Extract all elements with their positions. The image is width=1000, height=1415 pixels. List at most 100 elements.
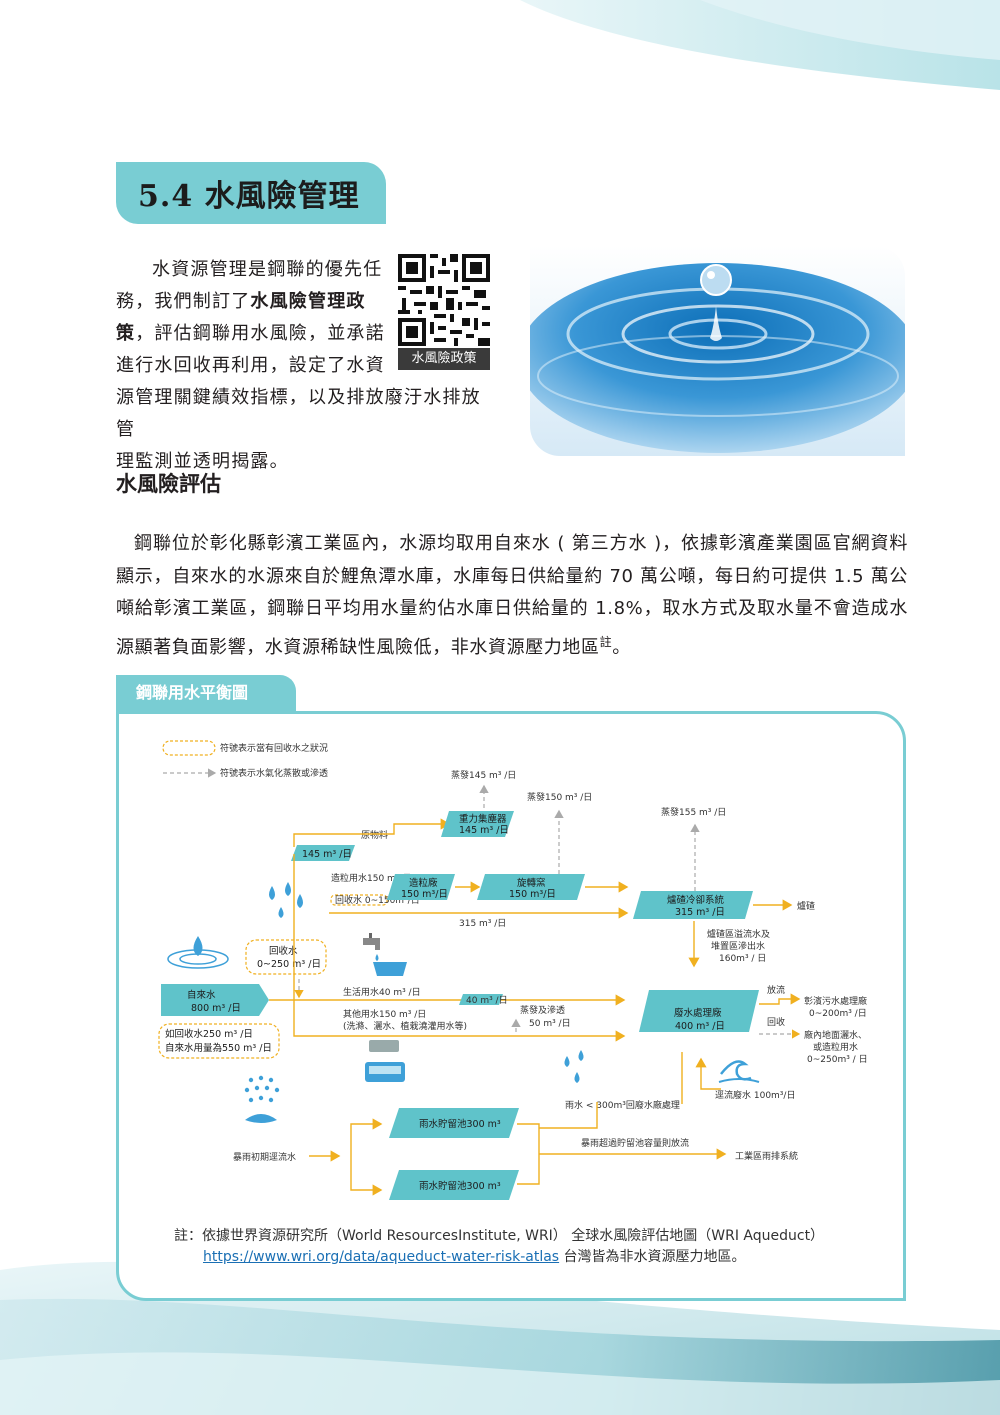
tap-water-label: 自來水: [187, 989, 216, 1001]
water-drop-photo: [530, 246, 905, 456]
pond2-label: 雨水貯留池300 m³: [419, 1180, 501, 1192]
recycle2-label: 回收: [767, 1016, 785, 1028]
tap-water-value: 800 m³ /日: [191, 1003, 241, 1014]
tap-water-box: [161, 984, 269, 1016]
recycle-water-label: 回收水: [269, 945, 298, 957]
intro-text: 務，我們制訂了: [116, 291, 251, 312]
discharge-arrow: [759, 993, 801, 1005]
furnace-value: 315 m³ /日: [675, 907, 725, 918]
rotary-label: 旋轉窯: [517, 877, 546, 889]
other-use-arrow: [293, 1000, 626, 1042]
water-balance-diagram: .t { font-size: 9px; fill: #333; } .tb {…: [158, 740, 868, 1200]
legend-recycle-text: 符號表示當有回收水之狀況: [220, 742, 328, 754]
main-trunk: [269, 854, 295, 1001]
if-recycle-box: [158, 1023, 280, 1059]
diagram-tab: 鋼聯用水平衡圖: [116, 675, 296, 713]
overflow-label: 暴雨超過貯留池容量則放流: [581, 1137, 689, 1149]
recycle-water-box: [245, 939, 327, 975]
if-recycle-1: 如回收水250 m³ /日: [165, 1028, 253, 1040]
gravity-dust-label: 重力集塵器: [459, 813, 507, 825]
diagram-footnote: 註：依據世界資源研究所（World ResourcesInstitute, WR…: [174, 1226, 874, 1268]
changbin-2: 0~200m³ /日: [809, 1008, 867, 1019]
slag-overflow-3: 160m³ / 日: [719, 953, 766, 964]
storm-rain-icon: [244, 1075, 280, 1123]
qr-label[interactable]: 水風險政策: [398, 348, 490, 370]
input-145-label: 145 m³ /日: [302, 849, 352, 860]
footnote-line2: https://www.wri.org/data/aqueduct-water-…: [174, 1247, 874, 1268]
raw-material-label: 原物料: [361, 829, 388, 841]
qr-code-block[interactable]: 水風險政策: [398, 254, 490, 370]
evap-seep-1: 蒸發及滲透: [520, 1004, 565, 1016]
recycle-water-value: 0~250 m³ /日: [257, 959, 321, 970]
val-40-box: [459, 994, 503, 1005]
wave-icon: [718, 1060, 760, 1083]
evap-seep-2: 50 m³ /日: [529, 1018, 571, 1029]
intro-line: 務，我們制訂了水風險管理政: [116, 286, 492, 318]
domestic-label: 生活用水40 m³ /日: [343, 986, 421, 998]
granulation-value: 150 m³/日: [401, 889, 448, 900]
discharge-label: 放流: [767, 984, 785, 996]
intro-line: 策，評估鋼聯用水風險，並承諾: [116, 318, 492, 350]
other-use-2: (洗滌、灑水、植栽澆灌用水等): [343, 1020, 467, 1032]
rotary-kiln-box: [477, 874, 585, 900]
section-title-text: 5.4 水風險管理: [138, 179, 360, 214]
intro-line: 源管理關鍵績效指標，以及排放廢汙水排放管: [116, 387, 481, 440]
slag-overflow-1: 爐碴區溢流水及: [707, 928, 770, 940]
storm-first-label: 暴雨初期逕流水: [233, 1151, 296, 1163]
assessment-text: 鋼聯位於彰化縣彰濱工業區內，水源均取用自來水 ( 第三方水 )，依據彰濱產業園區…: [116, 533, 908, 658]
qr-code-icon[interactable]: [398, 254, 490, 346]
evap-150-label: 蒸發150 m³ /日: [527, 791, 592, 803]
policy-bold-text: 策: [116, 323, 136, 344]
intro-text: ，評估鋼聯用水風險，並承諾: [135, 323, 385, 344]
granulation-label: 造粒廠: [409, 877, 438, 889]
granul-use-label: 造粒用水150 m³/日: [331, 872, 411, 884]
section-title: 5.4 水風險管理: [116, 162, 386, 224]
granulation-box: [387, 874, 455, 900]
legend-recycle-symbol: [162, 740, 216, 756]
legend-evap-text: 符號表示水氣化蒸散或滲透: [220, 767, 328, 779]
water-balance-diagram-panel: .t { font-size: 9px; fill: #333; } .tb {…: [116, 711, 906, 1301]
val-315-label: 315 m³ /日: [459, 918, 506, 929]
pond1-label: 雨水貯留池300 m³: [419, 1118, 501, 1130]
assessment-end: 。: [612, 636, 631, 658]
plant-use-2: 或造粒用水: [813, 1041, 858, 1053]
washer-icon: [365, 1040, 405, 1082]
ponds-connector: [517, 1123, 540, 1185]
wwtp-label: 廢水處理廠: [674, 1007, 722, 1019]
water-ripple-icon: [167, 936, 229, 969]
footnote-line1: 註：依據世界資源研究所（World ResourcesInstitute, WR…: [174, 1228, 825, 1244]
slag-label: 爐碴: [797, 900, 815, 912]
industrial-drain-label: 工業區雨排系統: [735, 1150, 798, 1162]
intro-line: 水資源管理是鋼聯的優先任: [152, 259, 383, 280]
to-pond2-arrow: [350, 1156, 383, 1196]
furnace-label: 爐碴冷卻系統: [667, 894, 725, 906]
policy-bold-text: 水風險管理政: [250, 291, 366, 312]
raw-material-arrow: [293, 818, 451, 847]
runoff-label: 逕流廢水 100m³/日: [715, 1089, 795, 1101]
pond1-box: [389, 1108, 519, 1138]
intro-line: 理監測並透明揭露。: [116, 451, 289, 472]
other-use-1: 其他用水150 m³ /日: [343, 1008, 426, 1020]
pond-to-wwtp-line: [539, 1102, 598, 1129]
evap-145-label: 蒸發145 m³ /日: [451, 769, 516, 781]
footnote-mark: 註: [599, 634, 613, 649]
intro-line: 進行水回收再利用，設定了水資: [116, 355, 385, 376]
rotary-value: 150 m³/日: [509, 889, 556, 900]
intro-paragraph: 水資源管理是鋼聯的優先任 務，我們制訂了水風險管理政 策，評估鋼聯用水風險，並承…: [116, 254, 492, 478]
wwtp-value: 400 m³ /日: [675, 1021, 725, 1032]
to-pond1-arrow: [350, 1118, 383, 1156]
faucet-icon: [363, 933, 407, 976]
plant-use-3: 0~250m³ / 日: [807, 1054, 868, 1065]
water-drops-icon: [269, 882, 303, 918]
changbin-1: 彰濱污水處理廠: [804, 995, 867, 1007]
if-recycle-2: 自來水用量為550 m³ /日: [165, 1042, 272, 1054]
slag-overflow-2: 堆置區滲出水: [711, 940, 765, 952]
furnace-box: [633, 891, 753, 919]
plant-use-1: 廠內地面灑水、: [804, 1029, 867, 1041]
wwtp-box: [639, 990, 759, 1032]
assessment-heading: 水風險評估: [116, 472, 221, 496]
pond2-box: [389, 1170, 519, 1200]
rain-to-wwtp-label: 雨水 < 300m³回廢水廠處理: [565, 1099, 680, 1111]
wri-link[interactable]: https://www.wri.org/data/aqueduct-water-…: [203, 1249, 560, 1265]
input-145-box: [291, 845, 355, 861]
